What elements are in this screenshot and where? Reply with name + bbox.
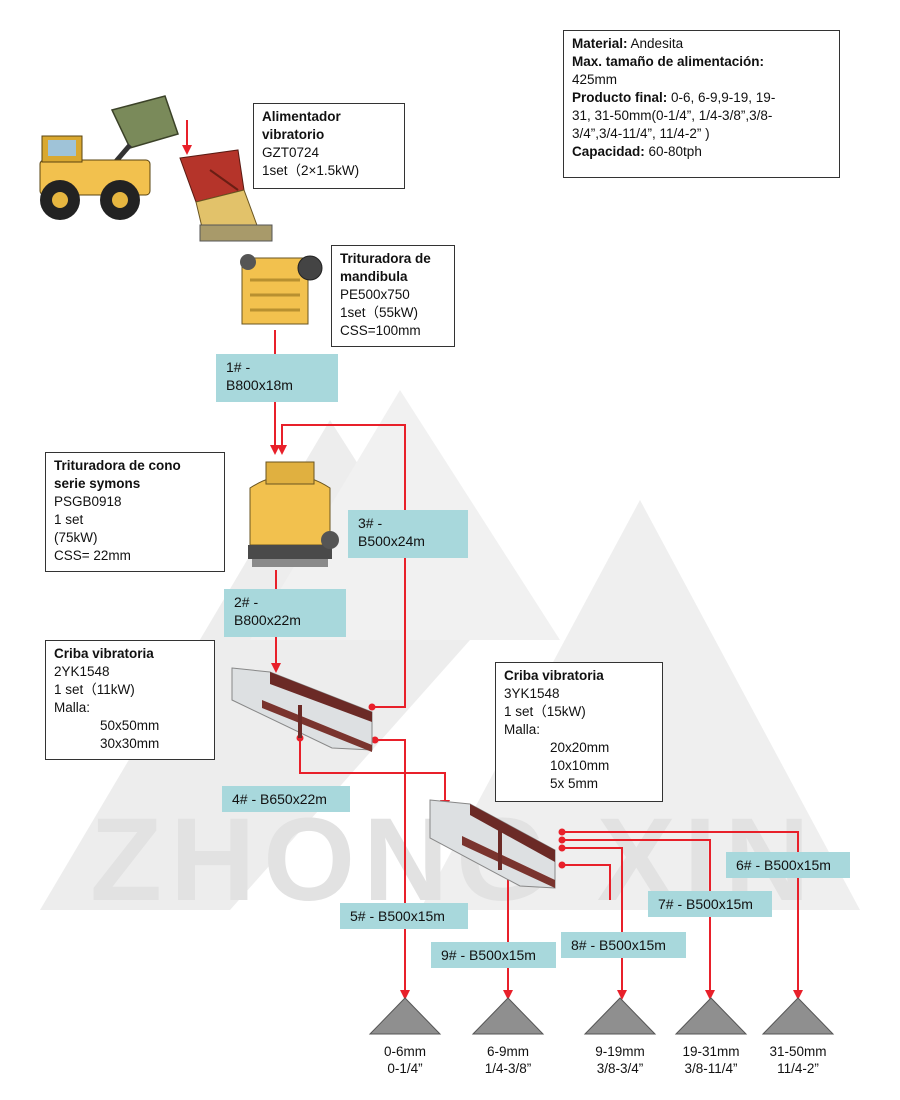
screen2-mesh-3: 5x 5mm [550,776,599,791]
screen1-title: Criba vibratoria [54,646,154,661]
product-value-2: 31, 31-50mm(0-1/4”, 1/4-3/8”,3/8- [572,108,773,123]
output-label-6-9: 6-9mm 1/4-3/8” [484,1044,532,1076]
screen2-mesh-1: 20x20mm [550,740,610,755]
feeder-qty: 1set（2×1.5kW) [262,163,360,178]
flow-to-31-50 [562,831,803,1000]
output-label-31-50: 31-50mm 11/4-2” [769,1044,827,1076]
product-value-3: 3/4”,3/4-11/4”, 11/4-2” ) [572,126,710,141]
cone-qty: 1 set [54,512,84,527]
screen-2-box: Criba vibratoria 3YK1548 1 set（15kW) Mal… [495,662,663,802]
jaw-crusher-icon [240,254,323,325]
wheel-loader-icon [39,95,179,220]
screen-1-box: Criba vibratoria 2YK1548 1 set（11kW) Mal… [45,640,215,760]
cone-power: (75kW) [54,530,98,545]
output-label-0-6: 0-6mm 0-1/4” [383,1044,426,1076]
feeder-title-2: vibratorio [262,127,325,142]
spec-box: Material: Andesita Max. tamaño de alimen… [563,30,840,178]
feeder-model: GZT0724 [262,145,320,160]
pile-9-19 [583,997,657,1035]
cone-title-1: Trituradora de cono [54,458,181,473]
cone-crusher-icon [248,461,339,567]
screen1-mesh-2: 30x30mm [100,736,160,751]
screen1-mesh-1: 50x50mm [100,718,160,733]
flow-extra [562,864,611,900]
cone-css: CSS= 22mm [54,548,131,563]
screen2-title: Criba vibratoria [504,668,604,683]
vibrating-screen-1-icon [231,667,373,752]
flow-return-3 [277,424,406,708]
belt-label-5: 5# - B500x15m [340,903,468,929]
screen1-mesh-label: Malla: [54,700,91,715]
jaw-model: PE500x750 [340,287,410,302]
cone-title-2: serie symons [54,476,141,491]
screen2-model: 3YK1548 [504,686,560,701]
pile-0-6 [368,997,442,1035]
product-label: Producto final: [572,90,668,105]
capacity-label: Capacidad: [572,144,645,159]
pile-6-9 [471,997,545,1035]
feeder-title-1: Alimentador [262,109,341,124]
jaw-crusher-box: Trituradora de mandibula PE500x750 1set（… [331,245,455,347]
jaw-qty: 1set（55kW) [340,305,419,320]
aggregate-piles [368,997,835,1035]
belt-label-7: 7# - B500x15m [648,891,772,917]
screen2-mesh-2: 10x10mm [550,758,610,773]
screen2-qty: 1 set（15kW) [504,704,586,719]
screen1-model: 2YK1548 [54,664,110,679]
vibrating-feeder-icon [179,149,273,242]
belt-label-9: 9# - B500x15m [431,942,556,968]
jaw-css: CSS=100mm [340,323,421,338]
cone-model: PSGB0918 [54,494,122,509]
belt-label-8: 8# - B500x15m [561,932,686,958]
screen1-qty: 1 set（11kW) [54,682,135,697]
belt-label-1: 1# - B800x18m [216,354,338,402]
output-label-19-31: 19-31mm 3/8-11/4” [682,1044,740,1076]
material-value: Andesita [627,36,684,51]
pile-31-50 [761,997,835,1035]
vibrating-screen-2-icon [429,799,556,889]
flow-screen1-to-screen2 [299,738,450,810]
feeder-box: Alimentador vibratorio GZT0724 1set（2×1.… [253,103,405,189]
belt-label-2: 2# - B800x22m [224,589,346,637]
flow-to-19-31 [562,839,715,1000]
capacity-value: 60-80tph [644,144,702,159]
cone-crusher-box: Trituradora de cono serie symons PSGB091… [45,452,225,572]
screen2-mesh-label: Malla: [504,722,541,737]
belt-label-6: 6# - B500x15m [726,852,850,878]
pile-19-31 [674,997,748,1035]
belt-label-4: 4# - B650x22m [222,786,350,812]
jaw-title-2: mandibula [340,269,408,284]
output-label-9-19: 9-19mm 3/8-3/4” [595,1044,645,1076]
product-value-1: 0-6, 6-9,9-19, 19- [667,90,776,105]
feed-label: Max. tamaño de alimentación: [572,54,765,69]
belt-label-3: 3# - B500x24m [348,510,468,558]
feed-value: 425mm [572,72,618,87]
jaw-title-1: Trituradora de [340,251,431,266]
material-label: Material: [572,36,628,51]
